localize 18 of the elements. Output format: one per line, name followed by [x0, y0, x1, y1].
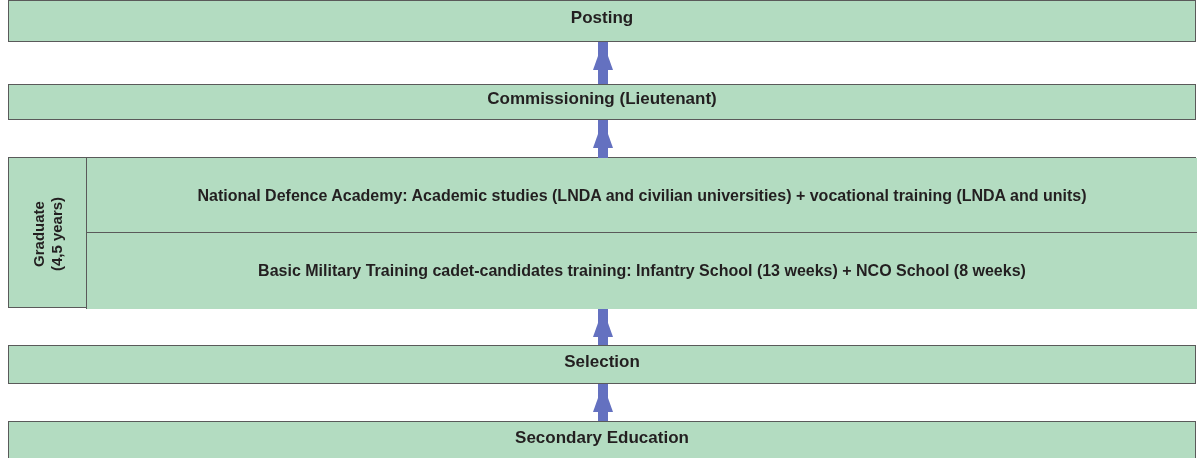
arrow: [593, 120, 613, 158]
stage-box: [8, 421, 1196, 458]
stage-box: [86, 233, 1197, 309]
stage-label: Posting: [569, 8, 635, 29]
stage-label: Basic Military Training cadet-candidates training: Infantry School (13 weeks) + NCO School (8 weeks): [257, 261, 1027, 281]
stage-label: National Defence Academy: Academic studies (LNDA and civilian universities) + vocational training (LNDA and units): [196, 185, 1088, 205]
group-label: Graduate (4,5 years): [29, 195, 66, 273]
arrow: [593, 384, 613, 421]
arrow: [593, 309, 613, 345]
stage-box: [8, 0, 1196, 42]
stage-label: Secondary Education: [514, 428, 690, 449]
stage-box: [86, 158, 1197, 233]
stage-label: Selection: [563, 351, 641, 373]
arrow: [593, 42, 613, 84]
stage-box: [8, 84, 1196, 120]
stage-box: [8, 345, 1196, 384]
stage-label: Commissioning (Lieutenant): [486, 89, 718, 110]
group-box: [8, 157, 1196, 308]
